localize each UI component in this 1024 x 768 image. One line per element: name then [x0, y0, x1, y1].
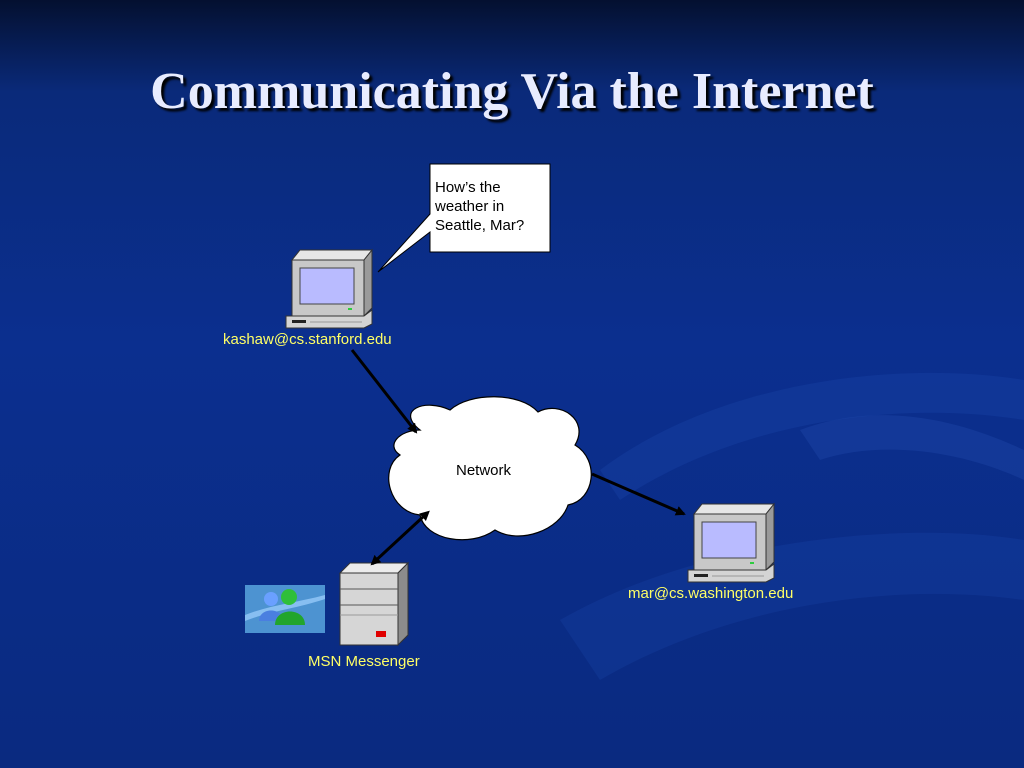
arrow-network-to-computer [591, 472, 686, 516]
server-label: MSN Messenger [308, 653, 420, 670]
computer-left-icon [285, 248, 374, 329]
slide-title: Communicating Via the Internet [150, 63, 874, 120]
arrow-computer-to-network [350, 349, 418, 434]
speech-bubble-line: weather in [435, 198, 505, 215]
arrow-network-server-bidirectional [370, 510, 430, 566]
network-cloud-icon [388, 396, 592, 541]
network-label: Network [456, 462, 512, 479]
computer-left-label: kashaw@cs.stanford.edu [223, 331, 392, 348]
speech-bubble-line: Seattle, Mar? [435, 217, 525, 234]
speech-bubble-line: How’s the [435, 179, 501, 196]
computer-right-label: mar@cs.washington.edu [628, 585, 794, 602]
server-icon [338, 561, 410, 647]
msn-messenger-logo-icon [245, 585, 325, 633]
speech-bubble-text: How’s the weather in Seattle, Mar? [435, 178, 551, 235]
computer-right-icon [687, 502, 776, 583]
speech-bubble [377, 163, 551, 273]
